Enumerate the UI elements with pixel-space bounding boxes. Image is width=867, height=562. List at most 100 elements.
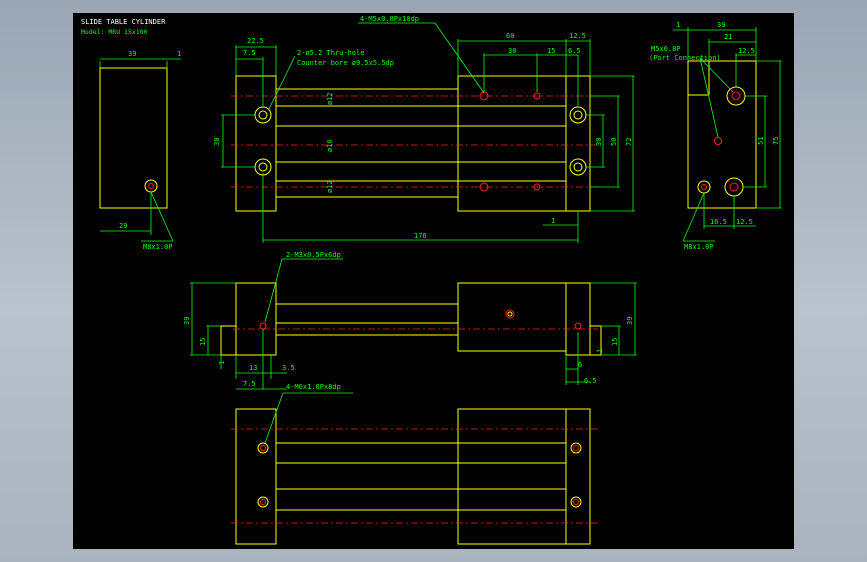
top-view: ø12 ø16 ø12 22.5 7.5 2-ø5.2 Thru-hole Co… (213, 15, 635, 243)
dim-15-side-l: 15 (199, 338, 207, 346)
dim-21-rv: 21 (724, 33, 732, 41)
thru-hole (258, 162, 268, 172)
note-m8-left: M8x1.0P (143, 243, 173, 251)
right-side-hole (574, 322, 582, 330)
drawing-title: SLIDE TABLE CYLINDER (81, 18, 166, 26)
dim-12-5-rv: 12.5 (738, 47, 755, 55)
leader-thru-hole (268, 55, 296, 110)
m6-hole-center (573, 499, 579, 505)
dim-7-5-side: 7.5 (243, 380, 256, 388)
note-port-connection: (Port Connection) (649, 54, 721, 62)
note-m3: 2-M3x0.5Px6dp (286, 251, 341, 259)
port-boss (724, 177, 744, 197)
dim-15-side-r: 15 (611, 338, 619, 346)
dim-1-bot: 1 (551, 217, 555, 225)
thru-hole (258, 110, 268, 120)
dim-39-left: 39 (128, 50, 136, 58)
m6-hole-center (573, 445, 579, 451)
m6-hole (570, 442, 582, 454)
m8-port-center (148, 183, 154, 189)
dim-51-rv: 51 (757, 137, 765, 145)
note-thru-hole: 2-ø5.2 Thru-hole (297, 49, 364, 57)
bottom-left-block (235, 408, 277, 545)
dim-6: 6 (578, 361, 582, 369)
end-view-right: 1 39 21 12.5 M5x0.8P (Port Connection) 5… (649, 21, 782, 251)
port-hole (729, 182, 739, 192)
right-block-hole-inner (573, 110, 583, 120)
dim-1-left: 1 (177, 50, 181, 58)
counterbore-hole (254, 106, 272, 124)
dim-15-top: 15 (547, 47, 555, 55)
bottom-view: 4-M6x1.0Px8dp (231, 383, 598, 545)
m5-tap-hole (479, 182, 489, 192)
m5-tap-hole (533, 183, 541, 191)
side-left-block (220, 282, 277, 356)
end-view-right-body (687, 60, 757, 209)
dim-29: 29 (119, 222, 127, 230)
m8-port-center (701, 184, 707, 190)
dim-50-r: 50 (610, 138, 618, 146)
dim-phi12-b: ø12 (326, 180, 334, 193)
dim-3-5: 3.5 (282, 364, 295, 372)
dim-30-top: 30 (508, 47, 516, 55)
slide-hole (505, 309, 515, 319)
note-m5-side: M5x0.8P (651, 45, 681, 53)
dim-30-r: 30 (595, 138, 603, 146)
dim-phi16: ø16 (326, 139, 334, 152)
side-view: 39 15 1 13 3.5 7.5 2-M3x0.5Px6dp 39 15 1… (183, 251, 637, 390)
leader-m5-side-2 (699, 57, 734, 93)
m5-port-hole (714, 137, 722, 145)
leader-m8-right (682, 192, 705, 242)
slide-hole-inner (507, 311, 513, 317)
dim-phi12-a: ø12 (326, 92, 334, 105)
port-boss (726, 86, 746, 106)
m5-tap-hole (533, 92, 541, 100)
right-block-hole-inner (573, 162, 583, 172)
dim-60: 60 (506, 32, 514, 40)
note-counter-bore: Counter bore ø9.5x5.5dp (297, 59, 394, 67)
dim-39-rv: 39 (717, 21, 725, 29)
dim-22-5: 22.5 (247, 37, 264, 45)
bottom-right-block (565, 408, 591, 545)
dim-75-rv: 75 (772, 137, 780, 145)
leader-m8-left (150, 191, 174, 242)
cad-drawing-canvas: SLIDE TABLE CYLINDER Model: MRU 15x100 3… (73, 13, 794, 549)
m6-hole-center (260, 445, 266, 451)
dim-176: 176 (414, 232, 427, 240)
m6-hole-center (260, 499, 266, 505)
dim-13: 13 (249, 364, 257, 372)
note-m5-top: 4-M5x0.8Px10dp (360, 15, 419, 23)
right-block-hole (569, 158, 587, 176)
m6-hole (257, 496, 269, 508)
end-view-left: 39 1 29 M8x1.0P (99, 50, 181, 251)
left-end-block (235, 75, 277, 212)
m3-hole (259, 322, 267, 330)
note-m6: 4-M6x1.0Px8dp (286, 383, 341, 391)
dim-1-rv: 1 (676, 21, 680, 29)
dim-12-5-rvb: 12.5 (736, 218, 753, 226)
note-m8-right: M8x1.0P (684, 243, 714, 251)
m8-port-hole (144, 179, 158, 193)
dim-39-side-r: 39 (626, 317, 634, 325)
dim-1-side-l: 1 (218, 361, 226, 365)
m6-hole (570, 496, 582, 508)
dim-6-5-side: 6.5 (584, 377, 597, 385)
dim-39-side-l: 39 (183, 317, 191, 325)
counterbore-hole (254, 158, 272, 176)
dim-16-5-rv: 16.5 (710, 218, 727, 226)
leader-m5 (434, 22, 485, 94)
dim-30-v: 30 (213, 138, 221, 146)
dim-6-5-top: 6.5 (568, 47, 581, 55)
leader-m6 (264, 392, 284, 444)
drawing-svg: SLIDE TABLE CYLINDER Model: MRU 15x100 3… (81, 15, 782, 545)
model-label: Model: MRU 15x100 (81, 28, 148, 36)
leader-m3 (264, 258, 283, 323)
side-right-block (565, 282, 602, 356)
m6-hole (257, 442, 269, 454)
dim-12-5-top: 12.5 (569, 32, 586, 40)
port-hole (731, 91, 741, 101)
dim-1-side-r: 1 (596, 349, 604, 353)
dim-7-5-top: 7.5 (243, 49, 256, 57)
m8-port-hole (697, 180, 711, 194)
dim-72-r: 72 (625, 138, 633, 146)
